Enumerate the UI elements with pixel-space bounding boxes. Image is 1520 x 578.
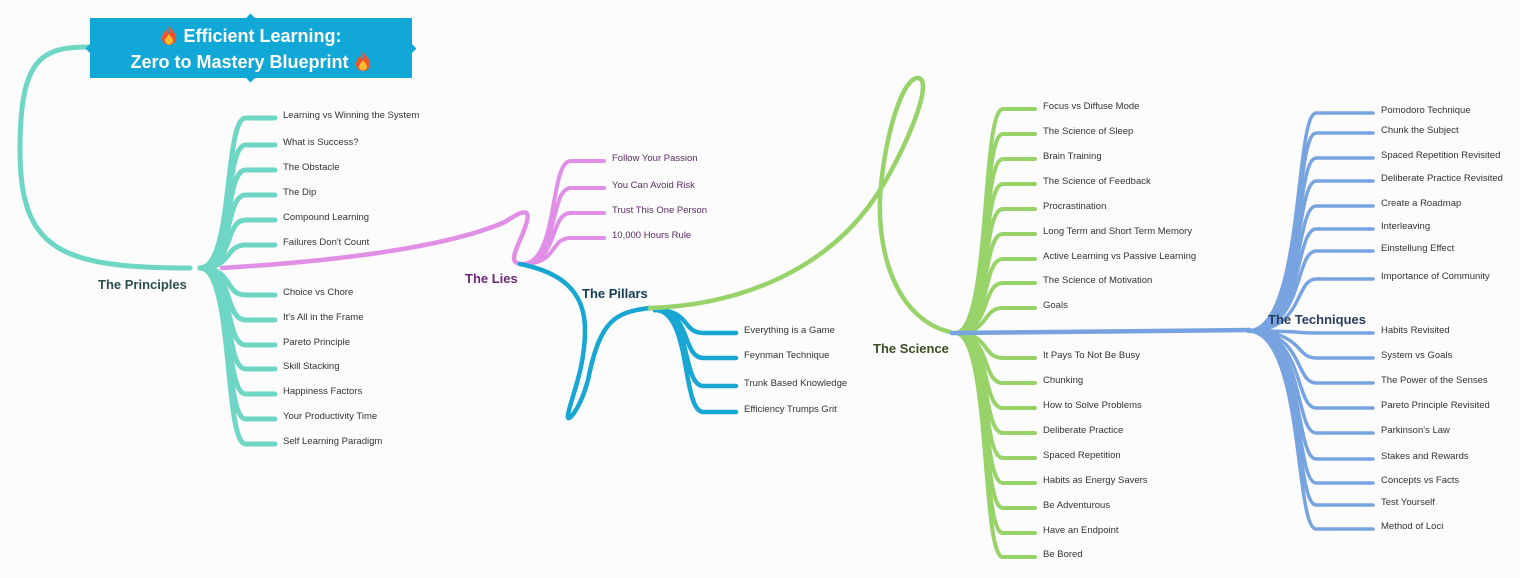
connector-lies-3 (520, 236, 606, 266)
topic-lies-1[interactable]: You Can Avoid Risk (612, 180, 695, 191)
connector-science-13 (953, 331, 1037, 460)
topic-science-0[interactable]: Focus vs Diffuse Mode (1043, 101, 1140, 112)
topic-principles-10[interactable]: Happiness Factors (283, 386, 363, 397)
topic-techniques-12[interactable]: Parkinson's Law (1381, 425, 1450, 436)
topic-principles-5[interactable]: Failures Don't Count (283, 237, 370, 248)
topic-techniques-6[interactable]: Einstellung Effect (1381, 243, 1455, 254)
branch-principles[interactable]: The Principles (98, 277, 187, 292)
connector-techniques-0 (1246, 111, 1375, 333)
topic-science-13[interactable]: Spaced Repetition (1043, 450, 1121, 461)
title-text-1: Efficient Learning: (183, 26, 342, 46)
topic-lies-3[interactable]: 10,000 Hours Rule (612, 230, 692, 241)
connector-techniques-3 (1246, 179, 1375, 333)
topic-principles-6[interactable]: Choice vs Chore (283, 287, 354, 298)
title-text-2: Zero to Mastery Blueprint (130, 52, 349, 72)
link-title-principles (17, 44, 193, 271)
topic-techniques-4[interactable]: Create a Roadmap (1381, 198, 1462, 209)
branch-lies[interactable]: The Lies (465, 271, 518, 286)
topic-science-2[interactable]: Brain Training (1043, 151, 1102, 162)
link-lies-pillars (517, 261, 653, 421)
topic-lies-2[interactable]: Trust This One Person (612, 205, 708, 216)
topic-techniques-16[interactable]: Method of Loci (1381, 521, 1444, 532)
connector-principles-1 (197, 142, 278, 271)
topic-techniques-9[interactable]: System vs Goals (1381, 350, 1453, 361)
connector-pillars-3 (652, 307, 739, 415)
topic-science-17[interactable]: Be Bored (1043, 549, 1083, 560)
topic-science-3[interactable]: The Science of Feedback (1043, 176, 1151, 187)
topic-principles-1[interactable]: What is Success? (283, 137, 359, 148)
topic-science-12[interactable]: Deliberate Practice (1043, 425, 1124, 436)
topic-pillars-0[interactable]: Everything is a Game (744, 325, 835, 336)
topic-pillars-1[interactable]: Feynman Technique (744, 350, 830, 361)
topic-principles-9[interactable]: Skill Stacking (283, 361, 340, 372)
branch-science[interactable]: The Science (873, 341, 949, 356)
connector-science-17 (953, 331, 1037, 559)
topic-science-6[interactable]: Active Learning vs Passive Learning (1043, 251, 1197, 262)
connector-pillars-2 (652, 307, 739, 389)
topic-principles-4[interactable]: Compound Learning (283, 212, 370, 223)
topic-techniques-10[interactable]: The Power of the Senses (1381, 375, 1488, 386)
connectors (197, 107, 1375, 559)
topic-principles-2[interactable]: The Obstacle (283, 162, 340, 173)
topic-pillars-3[interactable]: Efficiency Trumps Grit (744, 404, 837, 415)
link-science-techniques (949, 327, 1253, 336)
main-links (17, 44, 1253, 421)
topic-science-16[interactable]: Have an Endpoint (1043, 525, 1119, 536)
connector-techniques-7 (1246, 277, 1375, 333)
branch-pillars[interactable]: The Pillars (582, 286, 648, 301)
topic-science-4[interactable]: Procrastination (1043, 201, 1107, 212)
fire-icon (355, 51, 370, 71)
branch-techniques[interactable]: The Techniques (1268, 312, 1366, 327)
topic-science-9[interactable]: It Pays To Not Be Busy (1043, 350, 1140, 361)
topic-principles-0[interactable]: Learning vs Winning the System (283, 110, 420, 121)
topic-science-1[interactable]: The Science of Sleep (1043, 126, 1134, 137)
topic-techniques-2[interactable]: Spaced Repetition Revisited (1381, 150, 1501, 161)
topic-science-8[interactable]: Goals (1043, 300, 1068, 311)
topic-principles-7[interactable]: It's All in the Frame (283, 312, 364, 323)
topic-pillars-2[interactable]: Trunk Based Knowledge (744, 378, 848, 389)
topic-principles-11[interactable]: Your Productivity Time (283, 411, 378, 422)
connector-science-4 (953, 207, 1037, 335)
topic-science-11[interactable]: How to Solve Problems (1043, 400, 1142, 411)
link-principles-lies (219, 210, 530, 271)
topic-techniques-14[interactable]: Concepts vs Facts (1381, 475, 1460, 486)
topic-techniques-8[interactable]: Habits Revisited (1381, 325, 1450, 336)
connector-techniques-16 (1246, 329, 1375, 531)
topic-science-14[interactable]: Habits as Energy Savers (1043, 475, 1148, 486)
topic-techniques-7[interactable]: Importance of Community (1381, 271, 1490, 282)
topic-techniques-5[interactable]: Interleaving (1381, 221, 1431, 232)
topic-techniques-11[interactable]: Pareto Principle Revisited (1381, 400, 1490, 411)
topic-techniques-1[interactable]: Chunk the Subject (1381, 125, 1459, 136)
topic-techniques-13[interactable]: Stakes and Rewards (1381, 451, 1469, 462)
fire-icon (162, 25, 177, 45)
link-pillars-science (647, 75, 953, 335)
topic-lies-0[interactable]: Follow Your Passion (612, 153, 698, 164)
connector-lies-1 (520, 186, 606, 266)
topic-science-10[interactable]: Chunking (1043, 375, 1084, 386)
connector-principles-10 (197, 265, 278, 397)
topic-principles-3[interactable]: The Dip (283, 187, 317, 198)
title-line-2: Zero to Mastery Blueprint (90, 49, 412, 75)
title-line-1: Efficient Learning: (90, 23, 412, 49)
connector-principles-12 (197, 265, 278, 447)
topic-principles-8[interactable]: Pareto Principle (283, 337, 351, 348)
topic-techniques-0[interactable]: Pomodoro Technique (1381, 105, 1471, 116)
topic-techniques-15[interactable]: Test Yourself (1381, 497, 1435, 508)
topic-techniques-3[interactable]: Deliberate Practice Revisited (1381, 173, 1503, 184)
topic-principles-12[interactable]: Self Learning Paradigm (283, 436, 383, 447)
topic-science-7[interactable]: The Science of Motivation (1043, 275, 1153, 286)
topic-science-15[interactable]: Be Adventurous (1043, 500, 1111, 511)
central-topic[interactable]: Efficient Learning: Zero to Mastery Blue… (85, 13, 417, 83)
connector-techniques-13 (1246, 329, 1375, 461)
topic-science-5[interactable]: Long Term and Short Term Memory (1043, 226, 1193, 237)
